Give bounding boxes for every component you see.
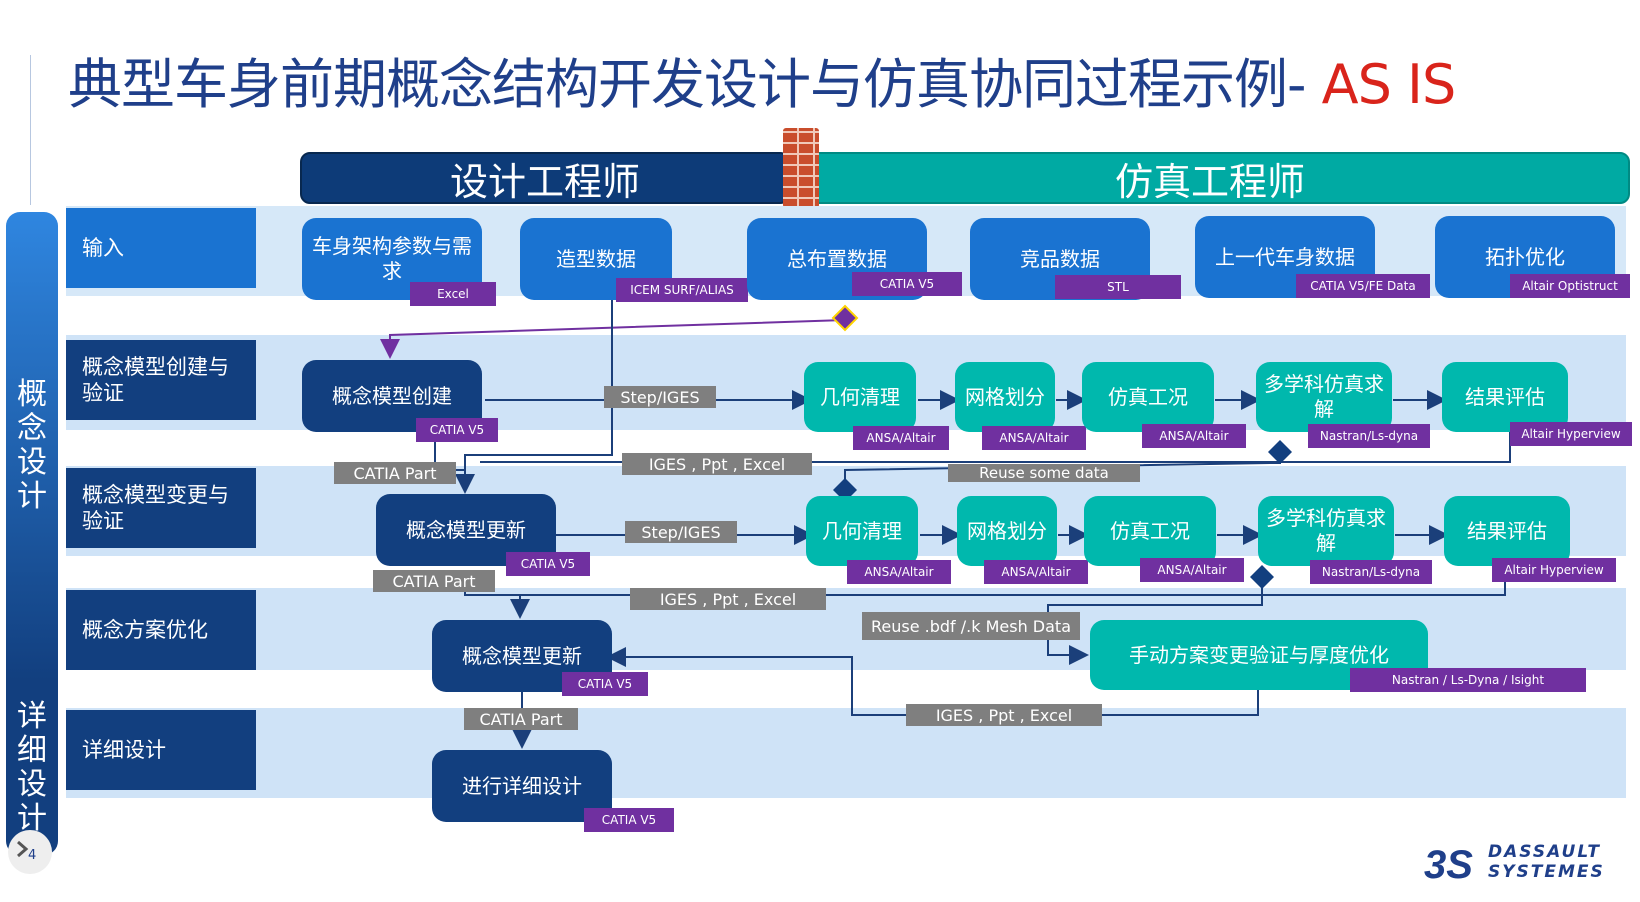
model-create-label: 概念模型创建 [332,383,452,408]
sim-step: 几何清理 [806,496,918,566]
transfer-label: Reuse some data [948,464,1140,482]
tool-tag: ICEM SURF/ALIAS [616,278,748,302]
page-indicator[interactable]: 4 [8,830,52,874]
tool-tag: ANSA/Altair [984,560,1088,584]
tool-tag: CATIA V5 [562,672,648,696]
sim-step: 网格划分 [957,496,1057,566]
tool-tag: ANSA/Altair [1142,424,1246,448]
sim-step-label: 网格划分 [967,518,1047,543]
tool-tag: Altair Optistruct [1510,274,1630,298]
tool-tag: Nastran/Ls-dyna [1308,424,1430,448]
transfer-label: IGES , Ppt , Excel [630,588,826,610]
input-previous-body-label: 上一代车身数据 [1215,244,1355,269]
input-styling-label: 造型数据 [556,246,636,271]
tool-tag: CATIA V5/FE Data [1296,274,1430,298]
tool-tag: ANSA/Altair [982,426,1086,450]
sim-step-label: 仿真工况 [1110,518,1190,543]
transfer-label: Reuse .bdf /.k Mesh Data [862,612,1080,640]
input-packaging-label: 总布置数据 [787,246,887,271]
tool-tag: Excel [410,282,496,306]
detail-design: 进行详细设计 [432,750,612,822]
sim-step: 网格划分 [955,362,1055,432]
page-number: 4 [28,848,37,863]
dassault-logo: 3S DASSAULT SYSTEMES [1420,838,1620,888]
tool-tag: ANSA/Altair [1140,558,1244,582]
page-title: 典型车身前期概念结构开发设计与仿真协同过程示例- AS IS [68,40,1457,119]
tool-tag: Altair Hyperview [1510,422,1632,446]
sim-step-label: 多学科仿真求解 [1264,372,1384,421]
sim-step: 结果评估 [1444,496,1570,566]
tool-tag: Altair Hyperview [1492,558,1616,582]
phase-detail: 详细设计 [6,680,58,855]
input-topology-label: 拓扑优化 [1485,244,1565,269]
sim-step: 多学科仿真求解 [1256,362,1392,432]
row-label-optimize: 概念方案优化 [66,590,256,670]
manual-optimization-label: 手动方案变更验证与厚度优化 [1129,642,1389,667]
tool-tag: CATIA V5 [416,418,498,442]
firewall-icon [783,128,819,208]
title-main: 典型车身前期概念结构开发设计与仿真协同过程示例- [68,53,1322,116]
manual-optimization: 手动方案变更验证与厚度优化 [1090,620,1428,690]
tool-tag: ANSA/Altair [853,426,949,450]
sim-step: 多学科仿真求解 [1258,496,1394,566]
sim-step: 几何清理 [804,362,916,432]
transfer-label: IGES , Ppt , Excel [906,704,1102,726]
sim-step-label: 结果评估 [1465,384,1545,409]
detail-design-label: 进行详细设计 [462,773,582,798]
sim-step-label: 结果评估 [1467,518,1547,543]
row-label-input: 输入 [66,208,256,288]
transfer-label: CATIA Part [334,462,456,484]
transfer-label: IGES , Ppt , Excel [622,453,812,475]
simulation-header: 仿真工程师 [790,152,1630,204]
tool-tag: CATIA V5 [852,272,962,296]
row-label-detail: 详细设计 [66,710,256,790]
input-benchmark-label: 竞品数据 [1020,246,1100,271]
transfer-label: CATIA Part [464,708,578,730]
row-label-change: 概念模型变更与验证 [66,468,256,548]
transfer-label: CATIA Part [373,570,495,592]
tool-tag: CATIA V5 [584,808,674,832]
model-update-label: 概念模型更新 [406,517,526,542]
sim-step: 仿真工况 [1084,496,1216,566]
svg-text:3S: 3S [1424,843,1473,887]
phase-concept: 概念设计 [6,212,58,680]
sim-step-label: 网格划分 [965,384,1045,409]
tool-tag: CATIA V5 [506,552,590,576]
sim-step-label: 几何清理 [822,518,902,543]
model-update-2-label: 概念模型更新 [462,643,582,668]
transfer-label: Step/IGES [604,386,716,408]
sim-step-label: 仿真工况 [1108,384,1188,409]
designer-header: 设计工程师 [300,152,790,204]
title-divider [30,55,31,205]
transfer-label: Step/IGES [625,521,737,543]
logo-line1: DASSAULT [1488,842,1601,862]
sim-step: 仿真工况 [1082,362,1214,432]
sim-step-label: 几何清理 [820,384,900,409]
title-accent: AS IS [1321,53,1457,116]
tool-tag: Nastran/Ls-dyna [1310,560,1432,584]
sim-step: 结果评估 [1442,362,1568,432]
row-label-create: 概念模型创建与验证 [66,340,256,420]
chevron-right-icon [17,840,29,858]
tool-tag: Nastran / Ls-Dyna / Isight [1350,668,1586,692]
sim-step-label: 多学科仿真求解 [1266,506,1386,555]
phase-detail-label: 详细设计 [17,698,47,836]
phase-concept-label: 概念设计 [17,377,47,514]
ds-logo-icon: 3S [1424,843,1473,887]
band-detail [66,708,1626,798]
input-arch-params-label: 车身架构参数与需求 [312,234,472,283]
tool-tag: STL [1055,275,1181,299]
tool-tag: ANSA/Altair [847,560,951,584]
logo-line2: SYSTEMES [1488,862,1605,882]
